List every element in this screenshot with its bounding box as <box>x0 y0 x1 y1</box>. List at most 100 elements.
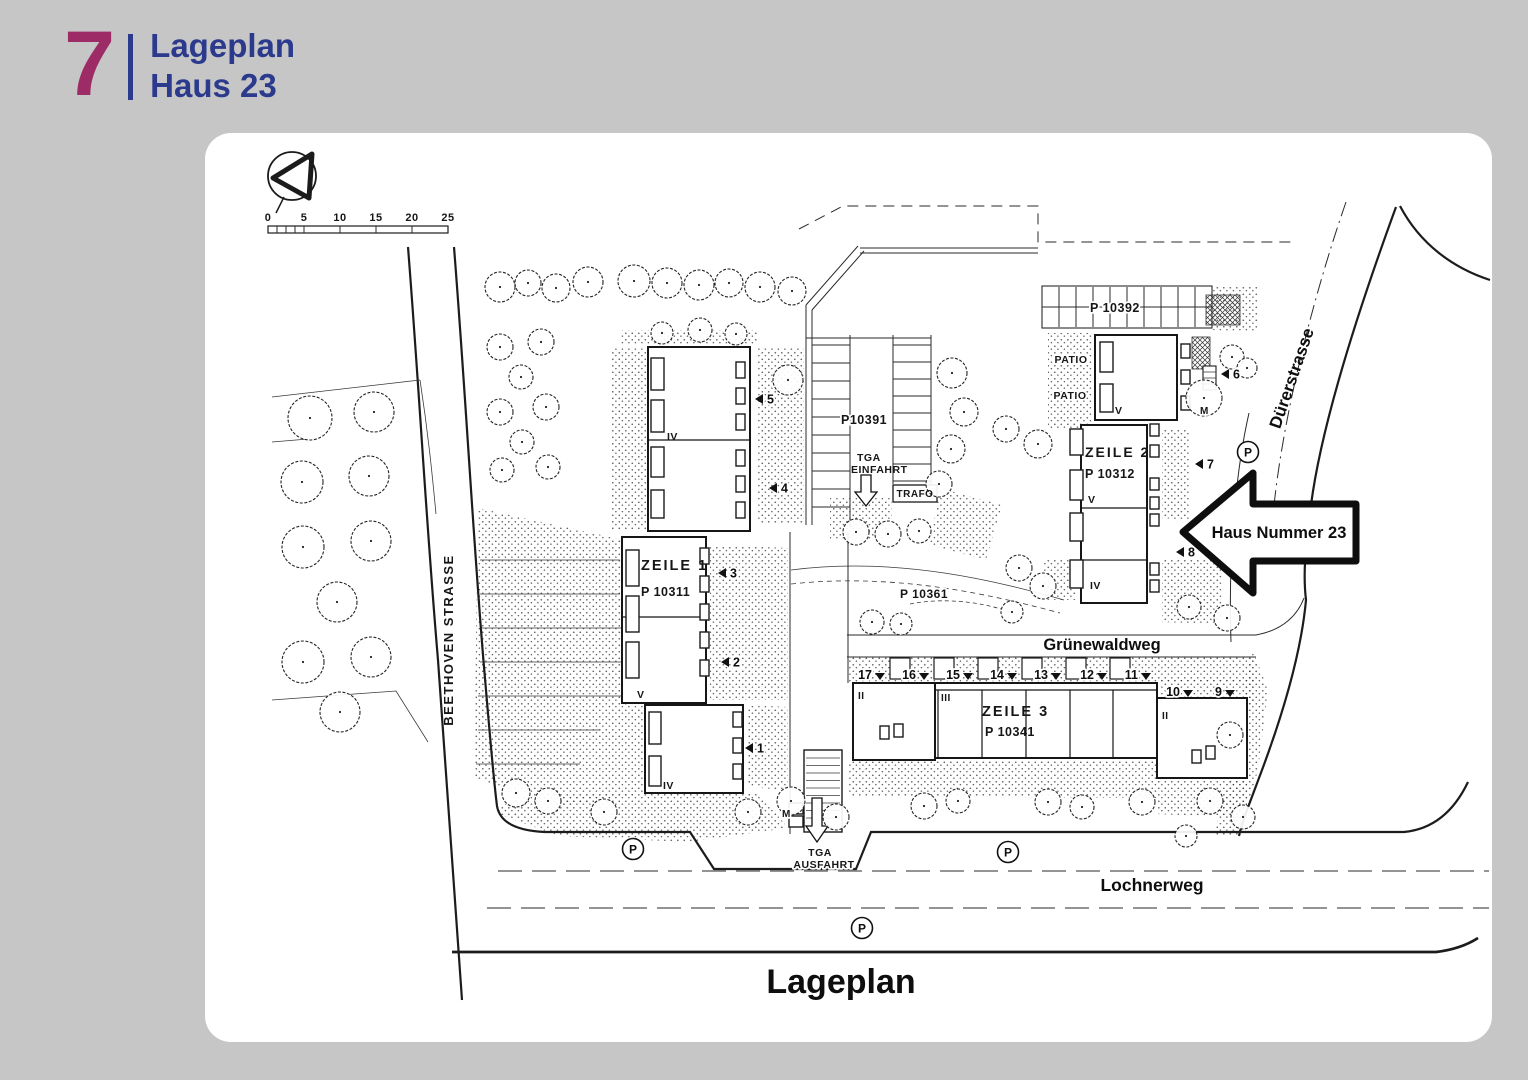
house-marker-12: 12 <box>1078 666 1107 684</box>
parking-circle-icon <box>621 837 645 861</box>
floors-z3-left: II <box>858 691 865 702</box>
marker-triangle-icon <box>755 394 763 404</box>
marker-triangle-icon <box>963 673 973 680</box>
parking-label-p10361: P 10361 <box>900 587 948 601</box>
parking-lot-p10392 <box>1041 285 1213 329</box>
haus-23-callout-label: Haus Nummer 23 <box>1212 524 1347 542</box>
parking-p-symbol: P <box>996 840 1020 864</box>
tree-center-dot <box>854 530 858 534</box>
trees <box>280 264 1258 848</box>
marker-triangle-icon <box>1051 673 1061 680</box>
balcony-box <box>735 361 746 379</box>
scale-tick: 15 <box>369 212 382 224</box>
duererstrasse-west-edge <box>1237 206 1398 837</box>
plan-caption: Lageplan <box>766 963 915 1001</box>
tree-center-dot <box>727 281 731 285</box>
marker-number: 9 <box>1215 685 1222 699</box>
page-title: Lageplan Haus 23 <box>150 26 295 107</box>
tree-center-dot <box>602 810 606 814</box>
tree-center-dot <box>1187 605 1191 609</box>
tga-ausfahrt-label-line2: AUSFAHRT <box>793 859 854 871</box>
garage-box <box>1021 657 1043 680</box>
zeile1-parcel: P 10311 <box>641 585 690 599</box>
gruenewaldweg-north-edge <box>847 597 1305 636</box>
zeile3-name: ZEILE 3 <box>982 704 1049 720</box>
parking-frame <box>805 335 932 528</box>
haus-23-arrow-icon <box>1179 469 1360 597</box>
balcony-box <box>1149 562 1160 576</box>
marker-triangle-icon <box>1007 673 1017 680</box>
haus-23-callout: Haus Nummer 23 <box>1179 469 1360 597</box>
tree-center-dot <box>758 285 762 289</box>
balcony-box <box>732 711 743 728</box>
marker-number: 1 <box>757 742 764 756</box>
page-number: 7 <box>64 13 115 115</box>
balcony-box <box>788 815 804 828</box>
house-marker-5: 5 <box>755 391 776 408</box>
tree-center-dot <box>520 440 524 444</box>
street-label-duererstrasse: Dürerstrasse <box>1266 326 1318 431</box>
balcony-box <box>732 737 743 754</box>
floors-z1-mid: V <box>637 689 645 701</box>
balcony-box <box>1149 444 1160 458</box>
tree-center-dot <box>367 474 371 478</box>
marker-triangle-icon <box>721 657 729 667</box>
marker-number: 10 <box>1166 685 1180 699</box>
duererstrasse-east-edge <box>1399 205 1491 282</box>
tree-center-dot <box>950 371 954 375</box>
marker-number: 17 <box>858 668 872 682</box>
tree-center-dot <box>1010 610 1014 614</box>
gravel-area <box>492 792 788 842</box>
balcony-box <box>699 575 710 593</box>
tree-center-dot <box>899 622 903 626</box>
tree-center-dot <box>790 289 794 293</box>
house-marker-4: 4 <box>769 480 790 497</box>
tga-ausfahrt-arrow-icon <box>804 797 830 844</box>
tga-ausfahrt-label-line1: TGA <box>808 847 832 859</box>
marker-triangle-icon <box>1225 690 1235 697</box>
balcony-box <box>650 489 665 519</box>
parking-p-symbol: P <box>621 837 645 861</box>
tga-einfahrt-label-line1: TGA <box>857 452 881 464</box>
balcony-box <box>732 763 743 780</box>
header-divider <box>128 34 134 100</box>
house-marker-10: 10 <box>1164 683 1193 701</box>
tree-center-dot <box>1004 427 1008 431</box>
balcony-box <box>625 641 640 679</box>
balcony-box <box>1205 745 1216 760</box>
balcony-box <box>648 711 662 745</box>
house-marker-17: 17 <box>856 666 885 684</box>
garage-box <box>889 657 911 680</box>
garage-box <box>977 657 999 680</box>
tree-center-dot <box>1184 834 1188 838</box>
tree-center-dot <box>519 375 523 379</box>
m-label-2: M <box>1200 406 1209 417</box>
scale-tick: 10 <box>333 212 346 224</box>
duererstrasse-center-line <box>1272 201 1347 516</box>
house-marker-14: 14 <box>988 666 1017 684</box>
house-marker-7: 7 <box>1195 456 1216 473</box>
house-marker-11: 11 <box>1123 666 1151 684</box>
floors-z1-upper: IV <box>667 431 678 443</box>
parking-letter: P <box>1244 445 1252 459</box>
parking-p-symbol: P <box>1236 440 1260 464</box>
floors-z2-upper: V <box>1115 405 1123 417</box>
tree-center-dot <box>698 328 702 332</box>
tree-center-dot <box>962 410 966 414</box>
floors-z3-right: II <box>1162 711 1169 722</box>
marker-number: 15 <box>946 668 960 682</box>
balcony-box <box>625 595 640 633</box>
house-marker-1: 1 <box>745 740 766 757</box>
street-label-lochnerweg: Lochnerweg <box>1100 875 1203 895</box>
gravel-area <box>474 508 645 806</box>
tree-center-dot <box>308 416 312 420</box>
floors-z3-mid: III <box>941 693 951 704</box>
gravel-area <box>747 705 788 790</box>
trafo-label: TRAFO <box>897 489 934 500</box>
balcony-box <box>1069 428 1084 456</box>
marker-triangle-icon <box>1221 369 1229 379</box>
balcony-box <box>893 723 904 738</box>
tree-center-dot <box>1140 800 1144 804</box>
scale-tick: 20 <box>405 212 418 224</box>
